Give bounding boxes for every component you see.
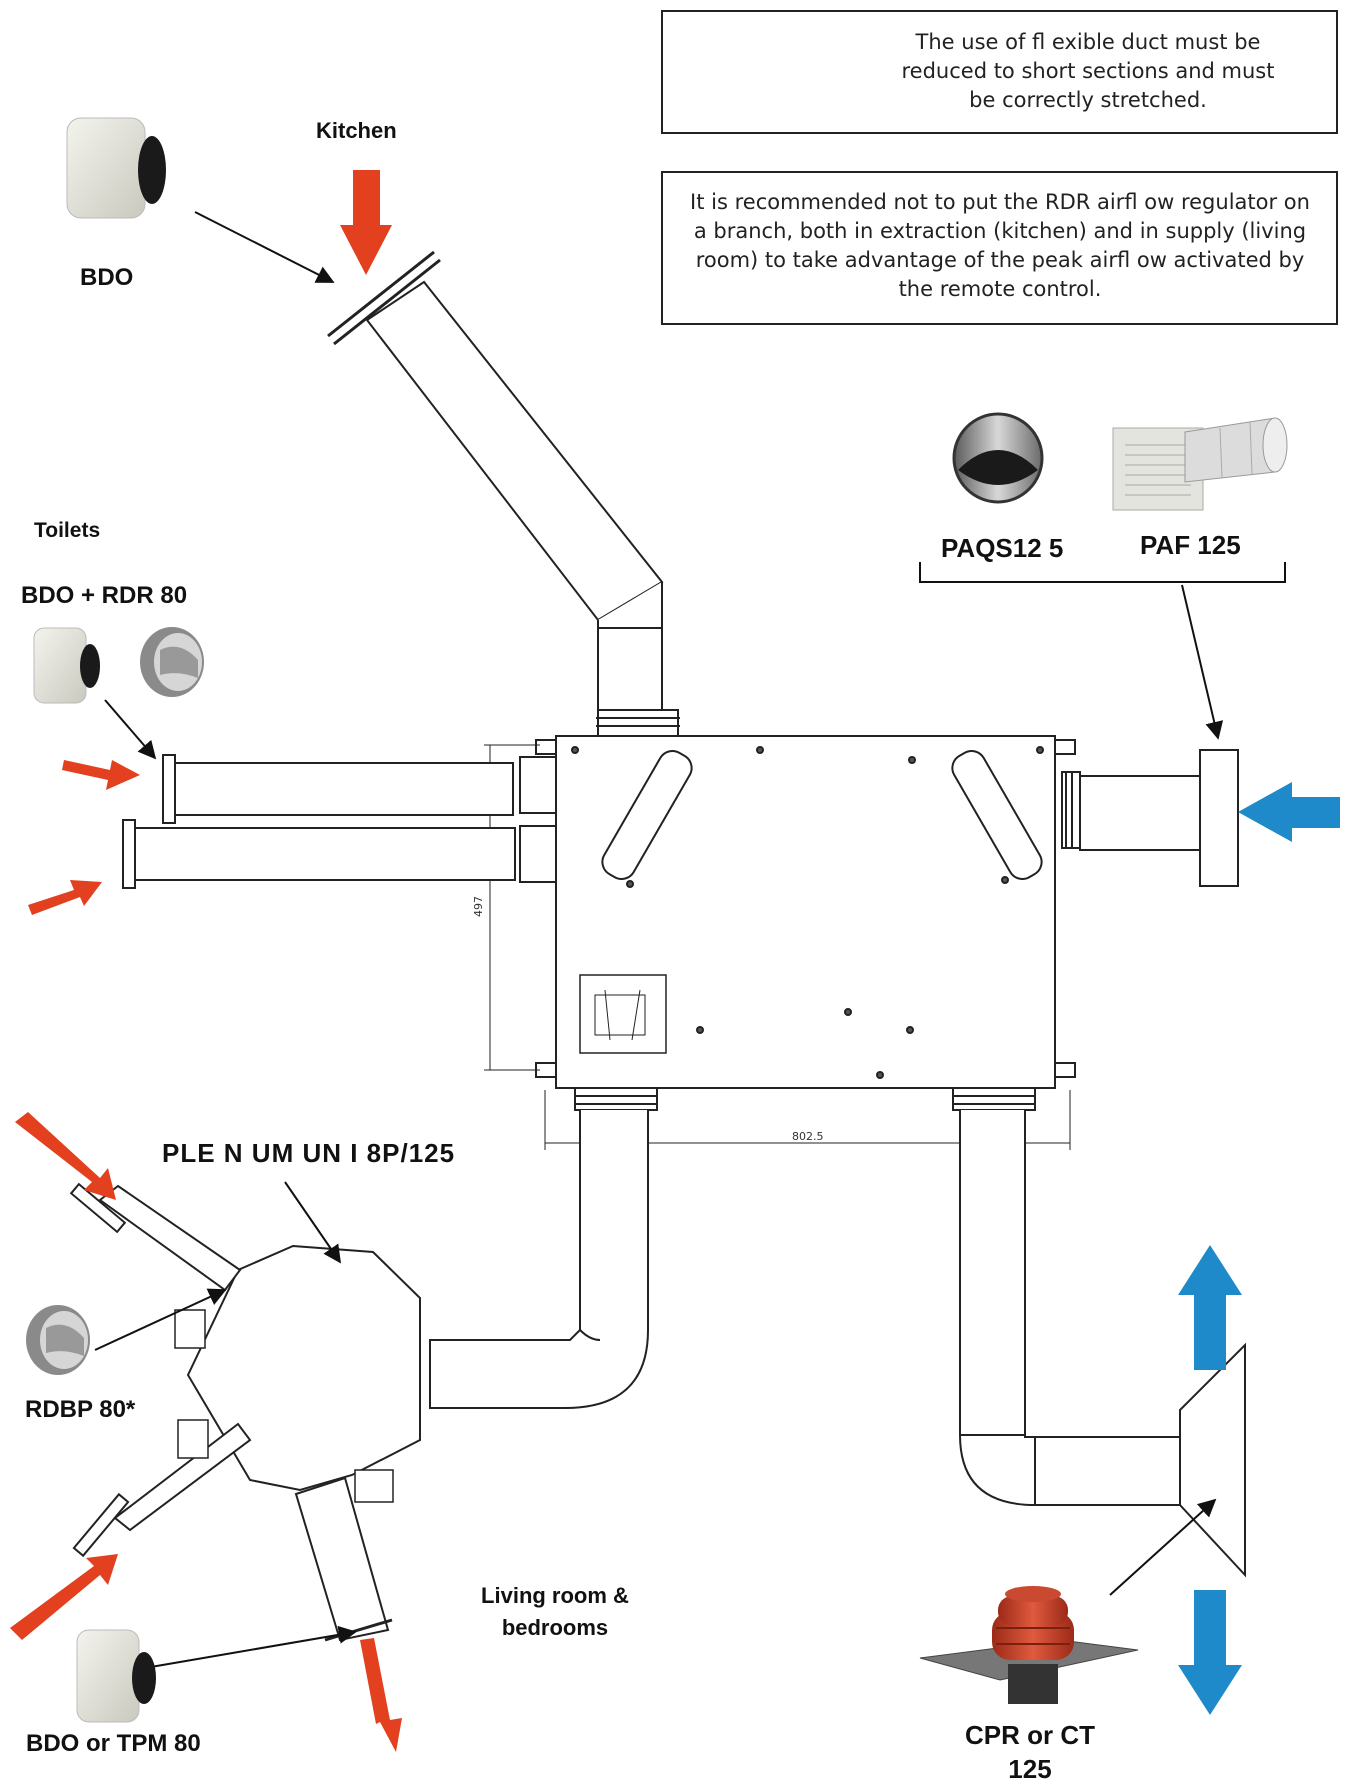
- extract-arrows: [10, 170, 402, 1752]
- flexible-duct-note-text: The use of fl exible duct must be reduce…: [901, 30, 1275, 112]
- bdo-vent-icon: [66, 117, 166, 219]
- toilet-extract-arrow-1: [62, 760, 140, 790]
- bdo-rdr-label: BDO + RDR 80: [21, 582, 188, 609]
- bdo-kitchen-label: BDO: [80, 264, 134, 291]
- paqs-label: PAQS12 5: [941, 533, 1064, 563]
- bdo-vent-icon: [76, 1629, 156, 1723]
- exhaust-up-arrow: [1178, 1245, 1242, 1370]
- living-rooms-label: Living room & bedrooms: [481, 1583, 629, 1640]
- rdr-regulator-icon: [140, 627, 204, 697]
- bdo-vent-icon: [33, 627, 100, 704]
- toilet-extract-arrow-2: [28, 880, 102, 915]
- rdr-regulator-note-text: It is recommended not to put the RDR air…: [690, 190, 1310, 301]
- supply-duct-left: [429, 1110, 649, 1409]
- dimension-width-label: 802.5: [792, 1130, 824, 1143]
- kitchen-extract-arrow: [340, 170, 392, 275]
- rdr-regulator-icon: [26, 1305, 90, 1375]
- plenum-label: PLE N UM UN I 8P/125: [162, 1138, 456, 1168]
- toilets-label: Toilets: [34, 519, 101, 542]
- product-bracket: [919, 562, 1286, 583]
- exhaust-down-arrow: [1178, 1590, 1242, 1715]
- plenum-out-arrow-2: [10, 1554, 118, 1640]
- dimension-height-label: 497: [472, 896, 485, 917]
- supply-arrows: [1178, 782, 1340, 1715]
- plenum-box: [69, 1182, 421, 1642]
- kitchen-label: Kitchen: [316, 118, 397, 143]
- cpr-roof-cap-icon: [919, 1586, 1139, 1704]
- pointer-arrows: [94, 211, 1224, 1669]
- paf-label: PAF 125: [1140, 530, 1241, 560]
- rdr-regulator-note: [661, 171, 1338, 325]
- fresh-air-in-arrow: [1238, 782, 1340, 842]
- vmc-main-unit: [519, 709, 1081, 1111]
- flexible-duct-note: [661, 10, 1338, 134]
- cpr-ct-label: CPR or CT 125: [965, 1720, 1095, 1784]
- paf-grille-icon: [1112, 417, 1288, 511]
- paqs-hood-icon: [952, 412, 1044, 504]
- fresh-air-duct: [1079, 749, 1239, 887]
- toilet-ducts: [122, 754, 516, 889]
- plenum-out-arrow-3: [360, 1638, 402, 1752]
- bdo-tpm-label: BDO or TPM 80: [26, 1730, 201, 1757]
- plenum-out-arrow-1: [15, 1112, 116, 1200]
- rdbp-label: RDBP 80*: [25, 1396, 136, 1423]
- kitchen-duct: [327, 250, 664, 711]
